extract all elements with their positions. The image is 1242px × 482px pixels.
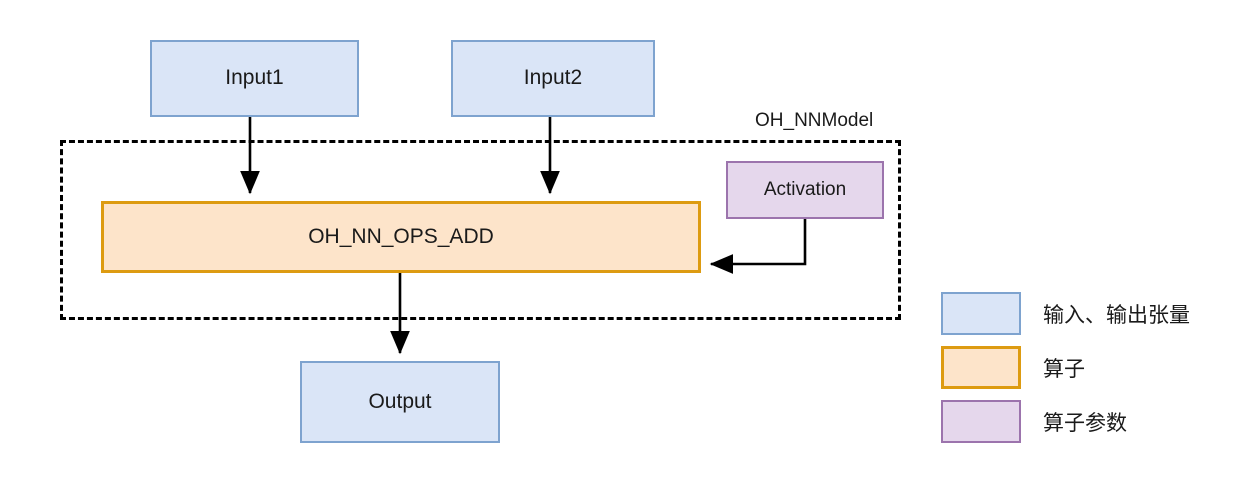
node-output-label: Output	[368, 389, 432, 413]
legend-label-operator: 算子	[1043, 357, 1085, 381]
node-operator-add[interactable]: OH_NN_OPS_ADD	[101, 201, 701, 273]
model-container-oh-nnmodel	[60, 140, 901, 320]
node-input1[interactable]: Input1	[150, 40, 359, 117]
node-activation-label: Activation	[763, 179, 847, 201]
legend-swatch-tensor	[941, 292, 1021, 335]
legend-item-operator: 算子	[941, 346, 1085, 389]
legend-swatch-operator	[941, 346, 1021, 389]
legend-label-tensor: 输入、输出张量	[1043, 303, 1190, 327]
legend-item-tensor: 输入、输出张量	[941, 292, 1190, 335]
model-container-label: OH_NNModel	[755, 110, 874, 131]
node-input1-label: Input1	[225, 66, 284, 90]
node-activation[interactable]: Activation	[726, 161, 884, 219]
node-operator-label: OH_NN_OPS_ADD	[308, 224, 494, 248]
node-output[interactable]: Output	[300, 361, 500, 443]
legend-item-parameter: 算子参数	[941, 400, 1127, 443]
node-input2-label: Input2	[523, 66, 583, 90]
legend-swatch-parameter	[941, 400, 1021, 443]
node-input2[interactable]: Input2	[451, 40, 655, 117]
legend-label-parameter: 算子参数	[1043, 411, 1127, 435]
